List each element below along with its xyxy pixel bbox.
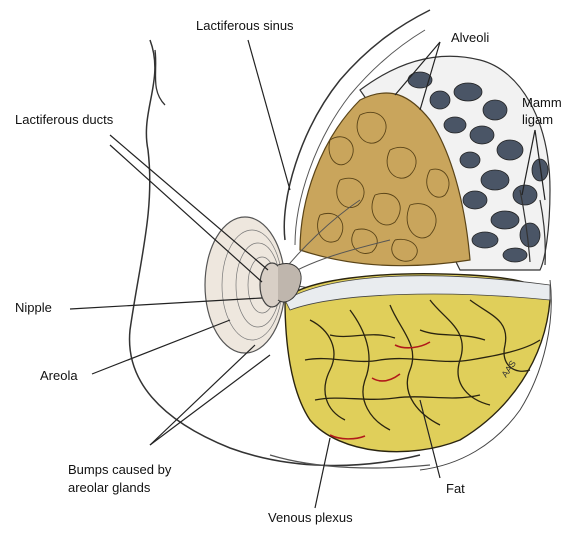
label-mammary-ligaments-line2: ligam <box>522 112 563 128</box>
label-venous-plexus: Venous plexus <box>268 510 353 526</box>
bottom-skin <box>270 455 430 468</box>
label-bumps-line2: areolar glands <box>68 480 150 496</box>
label-nipple: Nipple <box>15 300 52 316</box>
label-lactiferous-sinus: Lactiferous sinus <box>196 18 294 34</box>
label-mammary-ligaments-line1: Mamm <box>522 95 563 111</box>
label-alveoli: Alveoli <box>451 30 489 46</box>
body-contour <box>155 50 165 105</box>
label-areola: Areola <box>40 368 78 384</box>
label-bumps-line1: Bumps caused by <box>68 462 171 478</box>
label-lactiferous-ducts: Lactiferous ducts <box>15 112 113 128</box>
label-fat: Fat <box>446 481 465 497</box>
